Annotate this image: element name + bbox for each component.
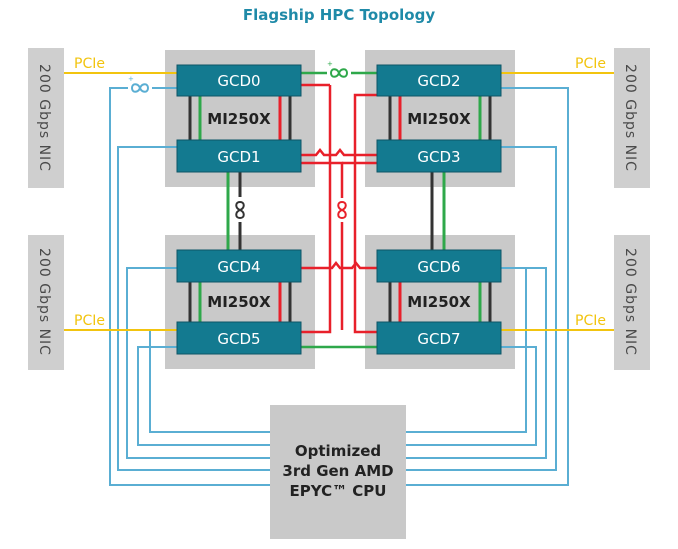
nic-label: 200 Gbps NIC xyxy=(622,64,638,172)
svg-text:GCD6: GCD6 xyxy=(417,258,460,276)
cpu-links-right xyxy=(406,87,569,486)
gcd-box-1: GCD1 xyxy=(176,139,302,173)
gcd-box-6: GCD6 xyxy=(376,249,502,283)
gcd-box-5: GCD5 xyxy=(176,321,302,355)
svg-text:GCD7: GCD7 xyxy=(417,330,460,348)
gcd-box-0: GCD0 xyxy=(176,64,302,97)
infinity-fabric-icon xyxy=(334,198,350,222)
gcd-box-4: GCD4 xyxy=(176,249,302,283)
nic-label: 200 Gbps NIC xyxy=(36,248,52,356)
module-label: MI250X xyxy=(207,110,271,128)
vertical-inter-links xyxy=(226,172,446,250)
infinity-fabric-icon xyxy=(232,198,248,222)
cpu-label-line2: 3rd Gen AMD xyxy=(282,462,393,480)
nic-bottom-right: 200 Gbps NIC xyxy=(614,235,650,370)
module-label: MI250X xyxy=(407,110,471,128)
diagram-title: Flagship HPC Topology xyxy=(243,6,436,24)
gcd-box-3: GCD3 xyxy=(376,139,502,173)
nic-top-left: 200 Gbps NIC xyxy=(28,48,64,188)
infinity-fabric-icon: + xyxy=(128,75,152,96)
svg-text:GCD0: GCD0 xyxy=(217,72,260,90)
pcie-label: PCIe xyxy=(74,56,105,72)
module-label: MI250X xyxy=(407,293,471,311)
pcie-label: PCIe xyxy=(575,56,606,72)
gcd-box-2: GCD2 xyxy=(376,64,502,97)
horizontal-inter-links xyxy=(300,71,377,349)
pcie-label: PCIe xyxy=(74,313,105,329)
gcd-box-7: GCD7 xyxy=(376,321,502,355)
svg-text:GCD2: GCD2 xyxy=(417,72,460,90)
intra-module-links xyxy=(188,95,492,322)
nic-label: 200 Gbps NIC xyxy=(36,64,52,172)
svg-text:GCD4: GCD4 xyxy=(217,258,260,276)
nic-top-right: 200 Gbps NIC xyxy=(614,48,650,188)
svg-text:GCD5: GCD5 xyxy=(217,330,260,348)
svg-text:GCD1: GCD1 xyxy=(217,148,260,166)
cpu-box xyxy=(270,405,406,539)
cpu-label-line1: Optimized xyxy=(295,442,381,460)
infinity-fabric-icon: + xyxy=(327,60,351,81)
svg-text:+: + xyxy=(128,75,134,83)
nic-bottom-left: 200 Gbps NIC xyxy=(28,235,64,370)
nic-label: 200 Gbps NIC xyxy=(622,248,638,356)
svg-text:GCD3: GCD3 xyxy=(417,148,460,166)
module-label: MI250X xyxy=(207,293,271,311)
cpu-label-line3: EPYC™ CPU xyxy=(290,482,387,500)
pcie-label: PCIe xyxy=(575,313,606,329)
pcie-links xyxy=(64,72,614,331)
svg-text:+: + xyxy=(327,60,333,68)
